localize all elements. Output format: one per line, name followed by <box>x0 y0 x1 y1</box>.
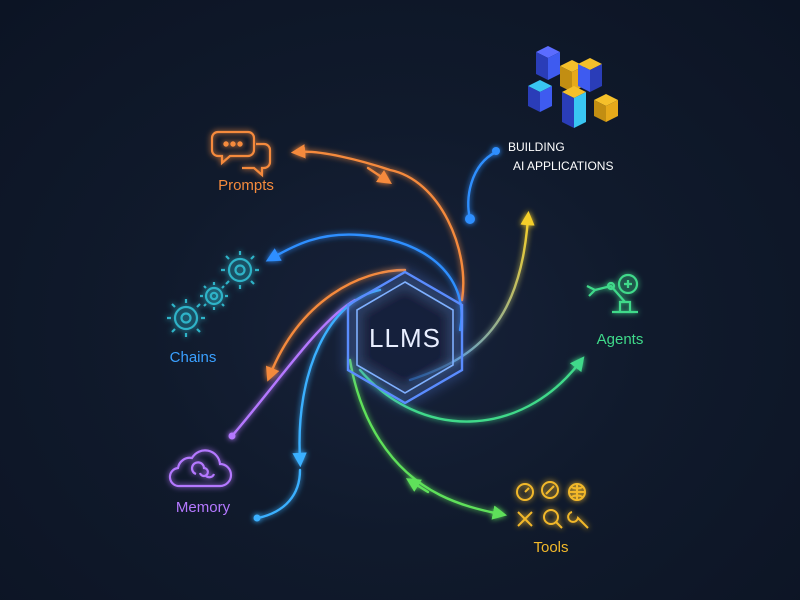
blocks-icon <box>528 46 618 128</box>
connector-agents <box>358 356 585 423</box>
wrench-icon <box>567 511 589 529</box>
connector-orange-lower <box>265 268 407 382</box>
agents-label: Agents <box>597 331 644 348</box>
hexagon-outer <box>346 270 464 405</box>
connector-prompts-mid-arrow <box>366 166 392 184</box>
percent-badge-icon <box>541 481 559 499</box>
globe-icon <box>568 483 586 501</box>
dot-building-bottom <box>465 214 475 224</box>
block-5 <box>562 86 586 128</box>
center-hexagon <box>346 270 464 405</box>
gauge-icon <box>516 483 534 501</box>
magnifier-icon <box>543 509 563 529</box>
block-6 <box>594 94 618 122</box>
connector-building-small <box>467 150 498 220</box>
dot-memory-bottom <box>253 514 261 522</box>
connector-chains <box>265 233 463 332</box>
connector-prompts <box>290 144 465 302</box>
connector-tools-mid-arrow <box>405 478 430 494</box>
block-1 <box>536 46 560 80</box>
memory-label: Memory <box>176 499 231 516</box>
wrench-screwdriver-icon <box>517 511 533 527</box>
hexagon-inner <box>356 281 454 394</box>
dot-memory <box>228 432 236 440</box>
prompts-label: Prompts <box>218 177 274 194</box>
connector-cyan-tail <box>256 468 302 520</box>
connector-memory <box>230 298 357 438</box>
endpoint-dots <box>228 147 500 522</box>
gear-large-icon <box>221 251 259 289</box>
tools-grid-icon <box>516 481 589 529</box>
building-label-line2: AI APPLICATIONS <box>513 159 613 173</box>
block-3 <box>578 58 602 92</box>
center-label: LLMS <box>369 323 441 353</box>
building-label-line1: BUILDING <box>508 140 565 154</box>
gear-small-icon <box>167 299 205 337</box>
chat-bubbles-icon <box>210 130 272 178</box>
block-4 <box>528 80 552 112</box>
cloud-brain-icon <box>168 449 233 488</box>
robot-arm-icon <box>586 273 639 314</box>
chains-label: Chains <box>170 349 217 366</box>
gears-icon <box>167 251 259 337</box>
dot-building-top <box>492 147 500 155</box>
tools-label: Tools <box>533 539 568 556</box>
gear-medium-icon <box>200 282 228 310</box>
